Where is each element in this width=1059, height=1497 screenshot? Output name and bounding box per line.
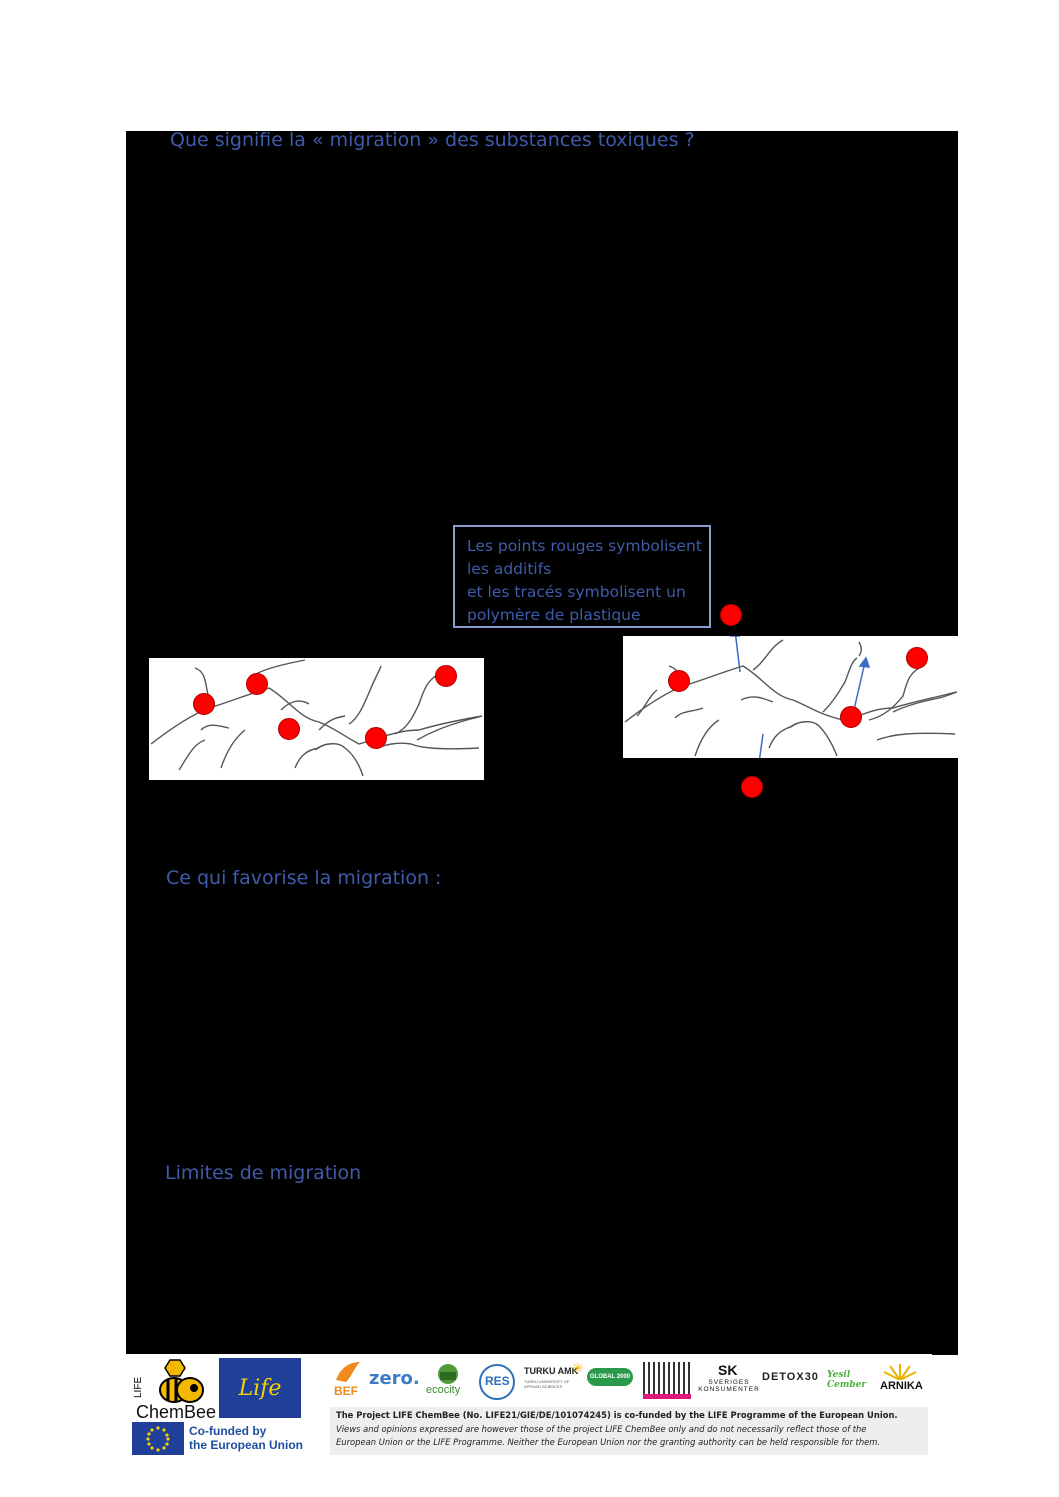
disclaimer-bold: The Project LIFE ChemBee (No. LIFE21/GIE… bbox=[336, 1410, 898, 1420]
chembee-life-word: LIFE bbox=[133, 1376, 144, 1398]
additive-dot bbox=[435, 665, 457, 687]
heading-migration-limits: Limites de migration bbox=[165, 1162, 362, 1184]
polymer-chain bbox=[294, 747, 320, 769]
sveriges-konsumenter-logo: SK SVERIGES KONSUMENTER bbox=[698, 1362, 760, 1396]
global-2000-text: GLOBAL 2000 bbox=[589, 1374, 631, 1380]
cofunded-text: Co-funded by the European Union bbox=[189, 1424, 303, 1452]
cofunded-line: the European Union bbox=[189, 1438, 303, 1452]
callout-line: Les points rouges symbolisent bbox=[467, 537, 702, 555]
heading-favors-migration: Ce qui favorise la migration : bbox=[166, 867, 442, 889]
sk-text: SK bbox=[718, 1362, 738, 1378]
ecocity-text: ecocity bbox=[426, 1384, 461, 1396]
funding-disclaimer: The Project LIFE ChemBee (No. LIFE21/GIE… bbox=[330, 1407, 928, 1455]
polymer-chain bbox=[868, 665, 924, 721]
additive-dot bbox=[668, 670, 690, 692]
polymer-chain bbox=[394, 671, 444, 735]
turku-subtitle: TURKU UNIVERSITY OF APPLIED SCIENCES bbox=[524, 1379, 570, 1389]
eu-life-logo: Life bbox=[219, 1358, 301, 1418]
additive-dot bbox=[365, 727, 387, 749]
additive-dot bbox=[278, 718, 300, 740]
polymer-chain bbox=[220, 729, 246, 769]
footer-logos: LIFE ChemBee Life Co-funded by the Europ… bbox=[126, 1354, 932, 1457]
global-2000-logo: GLOBAL 2000 bbox=[587, 1368, 633, 1386]
star-icon: ✳ bbox=[572, 1360, 584, 1376]
yesil-cember-text: Yesil Cember bbox=[827, 1370, 867, 1390]
additive-dot bbox=[246, 673, 268, 695]
polymer-chain bbox=[374, 742, 480, 750]
bee-icon bbox=[159, 1359, 204, 1403]
polymer-diagram-after bbox=[623, 626, 958, 776]
bef-text: BEF bbox=[334, 1384, 358, 1398]
polymer-chain bbox=[768, 725, 794, 749]
polymer-chain bbox=[694, 719, 720, 757]
detox-logo: DETOX30 bbox=[762, 1371, 819, 1383]
migration-arrow bbox=[757, 733, 764, 771]
arnika-logo: ARNIKA bbox=[876, 1362, 924, 1396]
polymer-chains-left bbox=[150, 659, 483, 777]
polymer-chain bbox=[892, 691, 958, 713]
turku-text: TURKU AMK bbox=[524, 1366, 579, 1376]
disclaimer-italic-line: European Union or the LIFE Programme. Ne… bbox=[336, 1437, 881, 1447]
polymer-chain bbox=[752, 639, 784, 671]
polymer-chain bbox=[822, 657, 858, 713]
callout-line: et les tracés symbolisent un bbox=[467, 583, 686, 601]
polymer-chain bbox=[876, 732, 956, 741]
polymer-chain bbox=[636, 689, 658, 717]
migrated-additive-dot bbox=[720, 604, 742, 626]
res-logo: RES bbox=[479, 1364, 515, 1400]
additive-dot bbox=[906, 647, 928, 669]
bef-logo: BEF bbox=[332, 1360, 362, 1400]
res-text: RES bbox=[485, 1374, 510, 1388]
migration-arrow bbox=[852, 661, 866, 715]
eu-flag-icon bbox=[132, 1422, 184, 1455]
polymer-chain bbox=[740, 696, 774, 703]
polymer-chain bbox=[318, 715, 346, 731]
migrated-additive-dot bbox=[741, 776, 763, 798]
ecocity-logo: ecocity bbox=[426, 1362, 470, 1402]
legend-callout: Les points rouges symbolisent les additi… bbox=[453, 525, 711, 628]
disclaimer-italic-line: Views and opinions expressed are however… bbox=[336, 1423, 867, 1434]
chembee-name: ChemBee bbox=[136, 1402, 217, 1422]
turku-amk-logo: TURKU AMK ✳ TURKU UNIVERSITY OF APPLIED … bbox=[524, 1360, 584, 1400]
polymer-diagram-before bbox=[149, 658, 484, 780]
migration-arrowhead bbox=[858, 656, 871, 668]
life-text: Life bbox=[238, 1375, 282, 1401]
polymer-chain bbox=[788, 721, 838, 757]
heading-migration-question: Que signifie la « migration » des substa… bbox=[170, 129, 695, 151]
polymer-chain bbox=[858, 641, 862, 657]
callout-line: les additifs bbox=[467, 560, 552, 578]
polymer-chain bbox=[280, 700, 310, 711]
sveriges-konsumenter-text: SVERIGES KONSUMENTER bbox=[698, 1379, 760, 1393]
migration-arrow bbox=[734, 629, 741, 673]
callout-line: polymère de plastique bbox=[467, 606, 641, 624]
zero-logo: zero. bbox=[369, 1368, 420, 1389]
arnika-text: ARNIKA bbox=[880, 1380, 923, 1392]
polymer-chain bbox=[416, 715, 482, 741]
cofunded-line: Co-funded by bbox=[189, 1424, 267, 1438]
polymer-chain bbox=[200, 724, 230, 731]
additive-dot bbox=[193, 693, 215, 715]
additive-dot bbox=[840, 706, 862, 728]
polymer-chain bbox=[674, 707, 704, 719]
polymer-chain bbox=[314, 743, 364, 777]
barcode-logo bbox=[643, 1362, 691, 1399]
yesil-cember-logo: Yesil Cember bbox=[825, 1362, 869, 1396]
polymer-chain bbox=[348, 665, 382, 725]
polymer-chain bbox=[178, 739, 206, 771]
chembee-logo: LIFE ChemBee bbox=[130, 1358, 217, 1422]
